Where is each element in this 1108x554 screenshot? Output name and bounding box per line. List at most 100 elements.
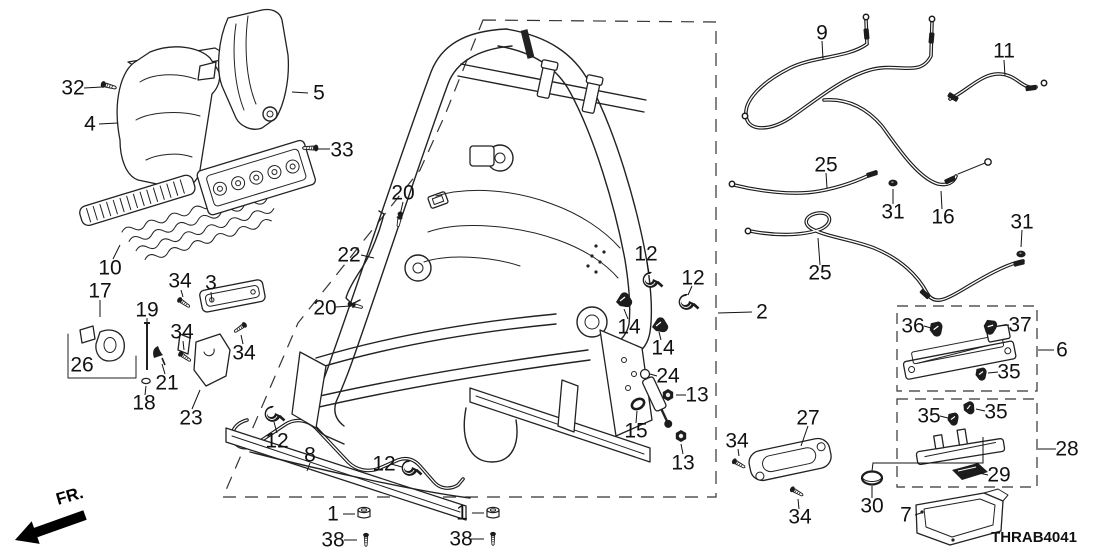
part-20-screw-a — [394, 210, 405, 228]
part-12-clip-a — [263, 404, 286, 424]
part-label-35-a: 35 — [997, 361, 1020, 384]
part-label-12-d: 12 — [681, 267, 704, 290]
part-label-34-e: 34 — [788, 506, 812, 529]
perforation-dots — [586, 244, 606, 274]
part-label-34-d: 34 — [725, 430, 749, 453]
part-label-34-c: 34 — [232, 342, 256, 365]
part-35-clip-c — [961, 399, 977, 417]
part-label-16: 16 — [931, 206, 954, 229]
part-label-2: 2 — [756, 301, 768, 324]
part-label-3: 3 — [205, 272, 217, 295]
group-box-28-dashed — [896, 398, 1038, 488]
part-12-clip-d — [677, 292, 700, 312]
part-26-cap-drawing — [79, 325, 96, 344]
part-label-38-b: 38 — [449, 528, 472, 551]
part-label-21: 21 — [155, 372, 178, 395]
part-13-nut-b — [675, 430, 687, 442]
part-label-33: 33 — [330, 139, 353, 162]
cable-25-lower-drawing — [744, 211, 1025, 302]
part-1-nut-a — [357, 506, 371, 519]
part-label-25-a: 25 — [814, 154, 837, 177]
part-label-27: 27 — [796, 407, 819, 430]
part-13-nut-a — [662, 389, 674, 401]
part-32-screw — [99, 80, 118, 92]
part-10-platform-drawing — [79, 139, 316, 260]
part-label-22: 22 — [337, 244, 360, 267]
part-label-1-a: 1 — [327, 503, 339, 526]
part-30-grommet-drawing — [860, 470, 884, 486]
part-14-clip-b — [651, 316, 669, 333]
part-label-8: 8 — [304, 444, 316, 467]
part-label-12-c: 12 — [634, 243, 657, 266]
part-24-damper-drawing — [639, 368, 673, 428]
part-label-12-b: 12 — [372, 453, 395, 476]
seatbelt-strap-drawing — [520, 29, 535, 59]
part-19-pin-drawing — [141, 322, 151, 385]
part-3-bracket-drawing — [199, 279, 266, 313]
part-label-38-a: 38 — [321, 529, 344, 552]
part-label-32: 32 — [61, 77, 84, 100]
part-35-clip-a — [974, 366, 988, 382]
part-34-screw-e — [788, 485, 805, 499]
part-label-14-a: 14 — [617, 316, 641, 339]
part-label-11: 11 — [993, 40, 1015, 63]
part-18-washer-drawing — [141, 377, 151, 385]
part-label-9: 9 — [816, 22, 828, 45]
part-label-35-b: 35 — [917, 405, 940, 428]
part-label-1-b: 1 — [456, 502, 468, 525]
fr-arrow-label: FR. — [54, 483, 86, 509]
group-box-6-dashed — [896, 305, 1038, 392]
front-direction-arrow: FR. — [15, 483, 87, 544]
part-label-20-a: 20 — [391, 182, 414, 205]
part-label-10: 10 — [98, 257, 121, 280]
part-27-bracket-drawing — [748, 437, 832, 482]
assembly-boundary-dashed — [222, 19, 717, 498]
part-label-24: 24 — [656, 365, 680, 388]
part-label-18: 18 — [132, 392, 155, 415]
part-29-lid-drawing — [952, 463, 988, 480]
part-label-34-b: 34 — [170, 321, 194, 344]
part-label-23: 23 — [179, 407, 202, 430]
part-label-36: 36 — [901, 315, 924, 338]
part-label-30: 30 — [860, 495, 883, 518]
part-label-37: 37 — [1008, 314, 1031, 337]
part-label-29: 29 — [987, 464, 1010, 487]
part-label-7: 7 — [900, 504, 912, 527]
part-12-clip-c — [641, 270, 664, 290]
cable-25-upper-drawing — [728, 169, 879, 195]
part-7-tray-drawing — [915, 488, 1009, 546]
part-label-13-a: 13 — [685, 384, 708, 407]
part-label-35-c: 35 — [984, 401, 1007, 424]
cable-11-drawing — [946, 72, 1048, 103]
part-label-28: 28 — [1055, 438, 1078, 461]
part-34-screw-c — [232, 320, 249, 335]
seat-frame-drawing — [225, 28, 653, 521]
diagram-code: THRAB4041 — [991, 529, 1077, 546]
part-23-bracket-drawing — [177, 333, 231, 387]
part-label-14-b: 14 — [651, 337, 675, 360]
part-label-13-b: 13 — [671, 452, 694, 475]
part-1-nut-b — [486, 506, 500, 519]
part-15-ring-drawing — [630, 397, 646, 411]
part-34-screw-a — [175, 295, 192, 310]
part-21-clip-drawing — [153, 346, 166, 366]
part-label-6: 6 — [1056, 339, 1068, 362]
cable-16-drawing — [822, 98, 992, 187]
part-label-17: 17 — [88, 280, 111, 303]
part-label-15: 15 — [624, 420, 647, 443]
part-label-5: 5 — [313, 82, 325, 105]
part-label-31-b: 31 — [1010, 211, 1033, 234]
part-label-31-a: 31 — [881, 201, 904, 224]
part-label-25-b: 25 — [808, 262, 831, 285]
part-label-34-a: 34 — [168, 270, 192, 293]
part-38-screw-a — [362, 532, 370, 547]
part-label-26: 26 — [70, 354, 93, 377]
cable-9-drawing — [741, 13, 936, 130]
part-label-12-a: 12 — [265, 430, 288, 453]
part-31-grommet-b — [1016, 250, 1026, 258]
part-28-bracket-assembly-drawing — [915, 428, 1006, 466]
part-label-19: 19 — [135, 299, 158, 322]
part-36-clip — [929, 320, 944, 338]
part-38-screw-b — [489, 531, 497, 546]
